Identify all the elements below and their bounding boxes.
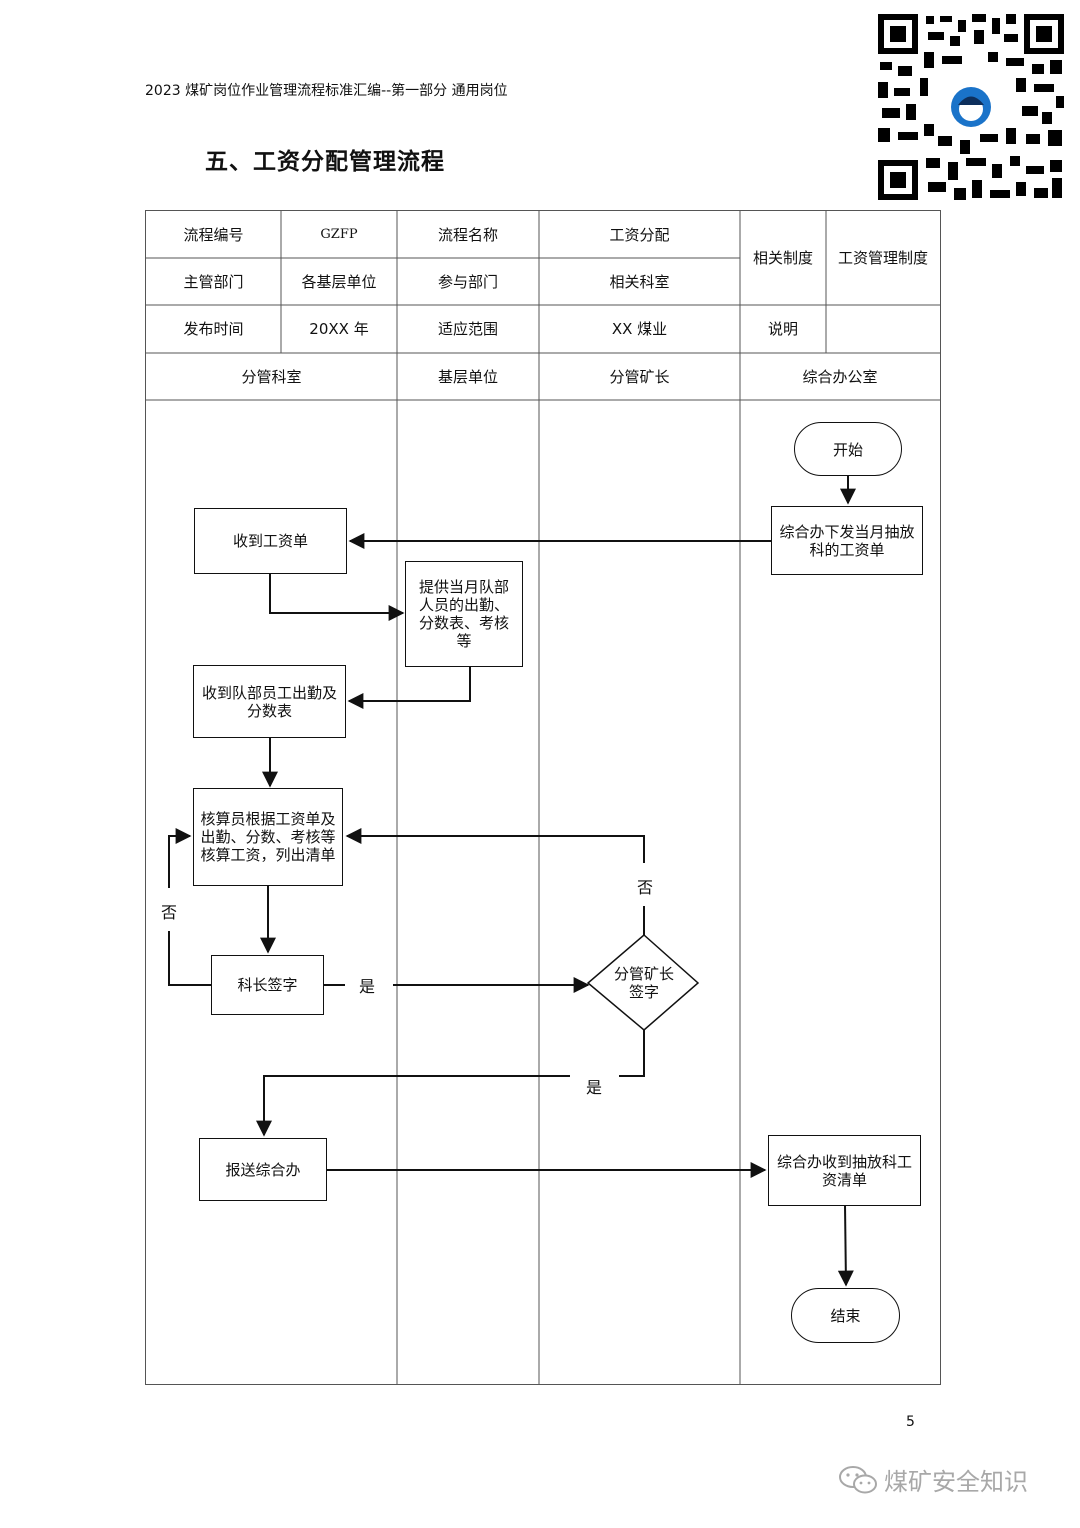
label-release-date: 发布时间 xyxy=(183,320,244,338)
value-notes xyxy=(826,305,940,353)
lane-header-base-unit: 基层单位 xyxy=(437,367,498,386)
label-scope: 适应范围 xyxy=(437,320,498,338)
step-receive-payroll: 收到工资单 xyxy=(194,508,347,574)
step-provide-attendance: 提供当月队部人员的出勤、分数表、考核等 xyxy=(405,561,523,667)
lane-header-mine-head: 分管矿长 xyxy=(609,367,670,386)
value-lead-dept: 各基层单位 xyxy=(301,272,377,291)
page-number: 5 xyxy=(906,1414,915,1430)
qr-code-icon xyxy=(876,12,1066,202)
step-receive-attendance: 收到队部员工出勤及分数表 xyxy=(193,665,346,738)
step-submit-office: 报送综合办 xyxy=(199,1138,327,1201)
page-title: 五、工资分配管理流程 xyxy=(205,148,445,175)
label-participating-dept: 参与部门 xyxy=(437,272,498,291)
step-issue-payroll: 综合办下发当月抽放科的工资单 xyxy=(771,506,923,575)
value-related-rules: 工资管理制度 xyxy=(837,249,928,267)
decision-diamond xyxy=(586,934,700,1031)
step-calculate-wages: 核算员根据工资单及出勤、分数、考核等核算工资，列出清单 xyxy=(193,788,343,886)
watermark-text: 煤矿安全知识 xyxy=(884,1468,1028,1496)
label-process-code: 流程编号 xyxy=(183,225,244,244)
step-chief-sign: 科长签字 xyxy=(211,955,324,1015)
label-yes-mine-head: 是 xyxy=(582,1074,607,1098)
label-notes: 说明 xyxy=(767,320,798,338)
value-process-name: 工资分配 xyxy=(609,225,670,244)
watermark: 煤矿安全知识 xyxy=(838,1462,1028,1497)
label-related-rules: 相关制度 xyxy=(752,249,813,267)
label-yes-chief: 是 xyxy=(355,973,380,997)
value-process-code: GZFP xyxy=(320,226,358,242)
start-node: 开始 xyxy=(794,422,902,476)
lane-header-general-office: 综合办公室 xyxy=(802,367,878,386)
end-node: 结束 xyxy=(791,1288,900,1343)
label-no-right: 否 xyxy=(633,874,658,898)
value-participating-dept: 相关科室 xyxy=(609,272,670,291)
wechat-icon xyxy=(839,1465,877,1493)
decision-mine-head-sign: 分管矿长签字 xyxy=(613,965,674,1001)
value-scope: XX 煤业 xyxy=(611,320,668,338)
label-process-name: 流程名称 xyxy=(437,225,498,244)
value-release-date: 20XX 年 xyxy=(309,320,369,338)
running-header: 2023 煤矿岗位作业管理流程标准汇编--第一部分 通用岗位 xyxy=(145,83,508,99)
label-lead-dept: 主管部门 xyxy=(183,272,244,291)
step-office-receive: 综合办收到抽放科工资清单 xyxy=(768,1135,921,1206)
lane-header-section-office: 分管科室 xyxy=(241,367,302,386)
label-no-left: 否 xyxy=(157,899,182,923)
